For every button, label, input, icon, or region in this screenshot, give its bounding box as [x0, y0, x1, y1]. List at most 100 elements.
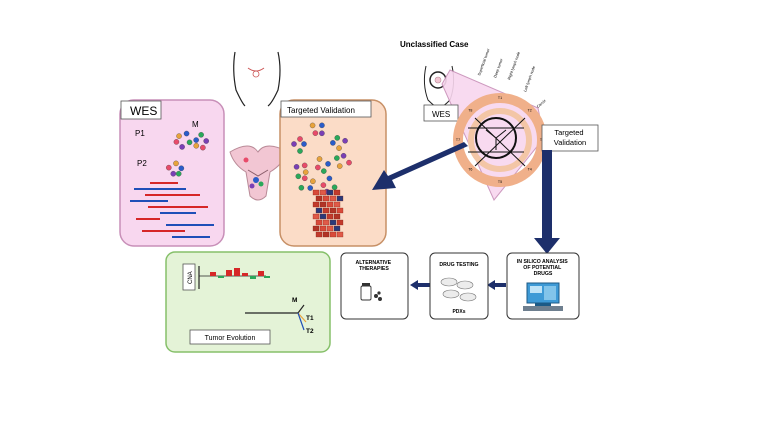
tree-branch-m	[297, 304, 305, 314]
validation-block	[333, 225, 341, 232]
validation-block	[329, 231, 337, 238]
validation-block	[336, 231, 344, 238]
validation-block	[312, 225, 320, 232]
validation-block	[319, 213, 327, 220]
cell-cluster-tv	[293, 162, 309, 180]
validation-block	[322, 231, 330, 238]
cell	[200, 144, 206, 151]
cell-cluster-tv	[291, 136, 307, 154]
tree-label-t1: T1	[306, 315, 314, 322]
in-silico-line-3: DRUGS	[534, 271, 553, 277]
cell	[179, 144, 185, 150]
cell	[310, 178, 316, 185]
cna-bar	[234, 268, 240, 276]
cna-bar	[258, 271, 264, 276]
drug-testing-label: DRUG TESTING	[439, 262, 478, 268]
cell	[319, 130, 325, 137]
tree-branch-t1	[297, 312, 307, 323]
wes-label-p2: P2	[137, 159, 147, 168]
cell-cluster-tv	[330, 135, 348, 151]
wheel-label: T4	[528, 168, 532, 172]
unclassified-title: Unclassified Case	[400, 40, 469, 49]
cell	[198, 132, 204, 138]
validation-block	[319, 189, 327, 196]
arrow-to-validation	[372, 142, 468, 190]
computer-icon	[523, 282, 563, 311]
cna-label: CNA	[188, 271, 194, 284]
cell	[346, 159, 352, 166]
cell	[326, 175, 333, 182]
cell	[316, 156, 323, 162]
cell	[193, 137, 199, 143]
wes-title-box	[120, 100, 162, 120]
wes-cell-clusters	[166, 130, 209, 177]
wheel-label: T1	[498, 96, 502, 100]
cell	[325, 161, 331, 167]
cna-bar	[210, 272, 216, 276]
cell	[193, 142, 200, 149]
tv-title-box	[280, 100, 372, 118]
cell	[295, 173, 302, 180]
cell	[293, 164, 300, 170]
validation-block	[336, 207, 344, 214]
uterus-illustration	[229, 145, 289, 201]
cna-bar	[264, 276, 270, 278]
cell	[336, 163, 343, 169]
arrow-left-1	[487, 280, 506, 290]
cell-cluster-p2	[166, 160, 185, 177]
cell	[334, 155, 340, 161]
wheel-label: T8	[468, 108, 472, 112]
fan-label: Right lymph node	[507, 51, 521, 80]
fan-label: Deep tumor	[493, 58, 504, 79]
arrows	[372, 142, 560, 290]
tree-branch-t2	[297, 312, 305, 331]
validation-block	[315, 219, 323, 226]
workflow-boxes: IN SILICO ANALYSIS OF POTENTIAL DRUGS DR…	[340, 252, 580, 320]
validation-block	[315, 195, 323, 202]
uc-wes-label: WES	[432, 110, 450, 119]
tree-label-t2: T2	[306, 328, 314, 335]
cell	[297, 148, 303, 154]
pdx-mice-icon	[440, 277, 477, 302]
validation-block	[315, 231, 323, 238]
cell-cluster-tv	[309, 122, 325, 137]
cna-box	[182, 263, 196, 291]
validation-block	[319, 201, 327, 208]
validation-block	[333, 201, 341, 208]
validation-block	[315, 207, 323, 214]
fan-label: Cervix	[536, 99, 547, 109]
uc-wes-box	[423, 104, 459, 122]
cell	[307, 185, 314, 191]
cell	[203, 138, 209, 144]
cell	[330, 140, 336, 146]
cell	[183, 130, 190, 137]
validation-block	[326, 189, 334, 196]
tree-label-m: M	[292, 297, 297, 304]
fan-label: Left lymph node	[523, 66, 536, 93]
wes-label-m: M	[192, 120, 199, 129]
validation-heatmap-blocks	[312, 189, 344, 238]
fan-label: Superficial tumor	[477, 48, 491, 77]
cell	[176, 133, 182, 139]
tumor-evolution-panel: CNA M T1 T2 Tumor Evolution	[165, 251, 331, 353]
cell	[173, 160, 179, 167]
pill-bottle-icon	[360, 283, 382, 301]
cell	[340, 153, 347, 159]
validation-block	[329, 207, 337, 214]
cell	[321, 168, 327, 174]
tv-cell-clusters	[291, 122, 352, 195]
arrow-left-2	[410, 280, 431, 290]
cell-cluster-m	[193, 132, 209, 151]
cell	[186, 139, 193, 146]
cell	[170, 170, 177, 177]
uc-tv-line-2: Validation	[554, 138, 586, 147]
validation-block	[326, 225, 334, 232]
cell	[336, 145, 342, 151]
alt-line-2: THERAPIES	[359, 266, 389, 272]
cell	[342, 138, 348, 144]
wes-title: WES	[130, 104, 157, 118]
cell-cluster-tv	[298, 175, 316, 191]
cell	[166, 164, 172, 171]
